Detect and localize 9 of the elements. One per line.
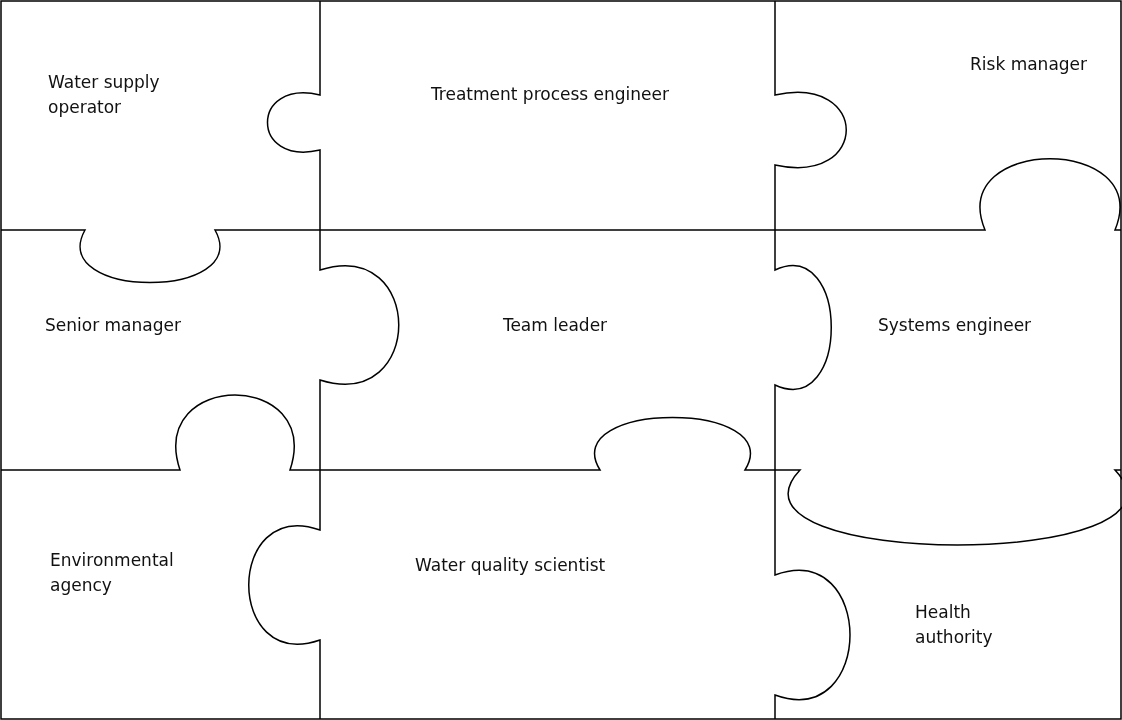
piece-label: Treatment process engineer xyxy=(430,83,670,106)
piece-label: Health authority xyxy=(915,601,994,649)
piece-label: Water quality scientist xyxy=(415,554,606,577)
piece-label: Senior manager xyxy=(45,314,181,337)
piece-label: Risk manager xyxy=(970,53,1088,76)
piece-label: Systems engineer xyxy=(878,314,1032,337)
piece-label: Team leader xyxy=(502,314,608,337)
piece-label: Environmental agency xyxy=(50,549,175,597)
piece-label: Water supply operator xyxy=(48,71,161,119)
